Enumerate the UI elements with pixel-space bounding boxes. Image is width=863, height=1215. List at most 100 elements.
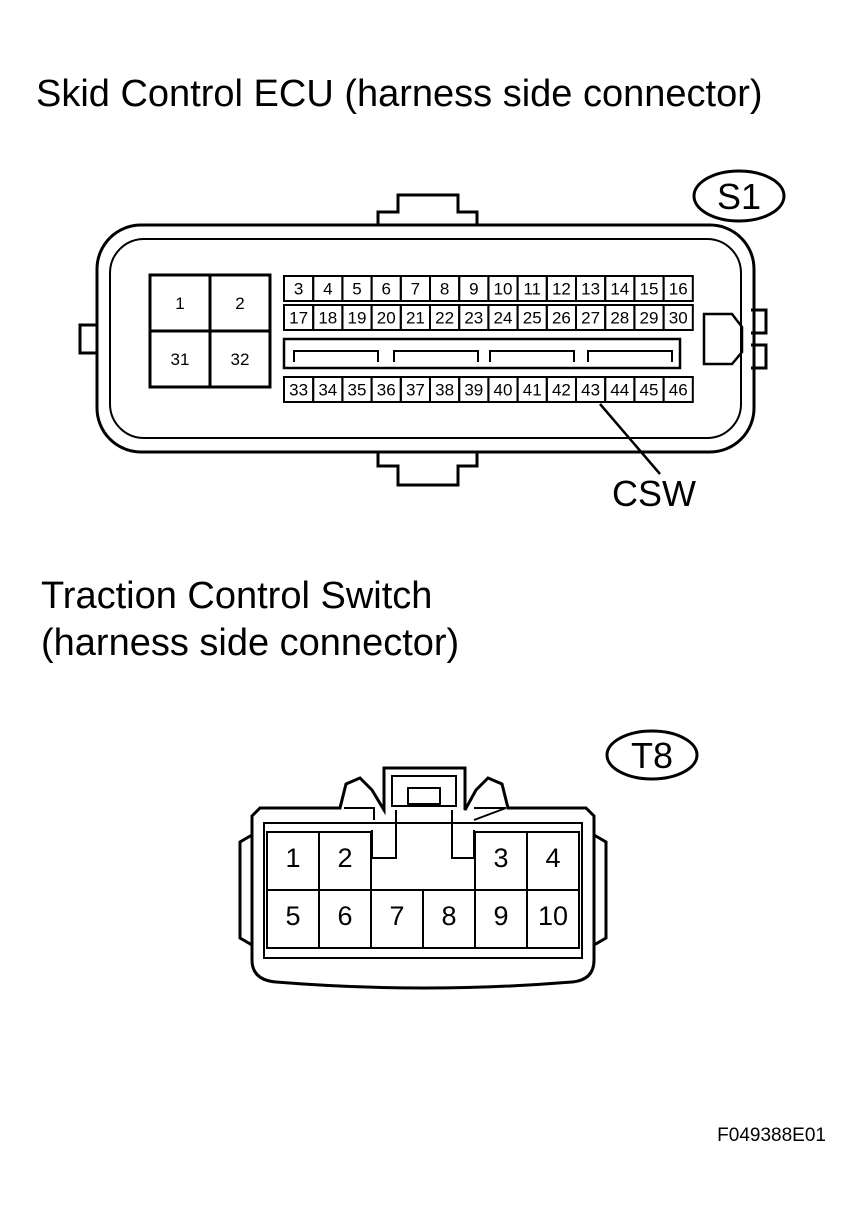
s1-pin-29: 29 — [633, 304, 665, 331]
s1-pin-21: 21 — [399, 304, 431, 331]
s1-pin-18-label: 18 — [318, 309, 337, 328]
t8-pin-9: 9 — [474, 889, 528, 949]
s1-pin-39: 39 — [458, 376, 490, 403]
s1-pin-18: 18 — [312, 304, 344, 331]
t8-pin-6: 6 — [318, 889, 372, 949]
t8-pin-6-label: 6 — [337, 901, 352, 931]
s1-pin-2: 2 — [208, 273, 272, 333]
s1-pin-3-label: 3 — [294, 280, 303, 299]
s1-pin-19-label: 19 — [348, 309, 367, 328]
s1-pin-35: 35 — [341, 376, 373, 403]
t8-connector-body — [238, 766, 608, 990]
s1-pin-40-label: 40 — [494, 381, 513, 400]
s1-pin-5: 5 — [341, 275, 373, 302]
s1-pin-45-label: 45 — [640, 381, 659, 400]
s1-pin-33: 33 — [283, 376, 315, 403]
t8-pin-7: 7 — [370, 889, 424, 949]
s1-pin-32: 32 — [208, 329, 272, 389]
s1-pin-38-label: 38 — [435, 381, 454, 400]
s1-pin-26-label: 26 — [552, 309, 571, 328]
s1-large-pin-block: 1 2 31 32 — [148, 273, 272, 389]
t8-pin-8: 8 — [422, 889, 476, 949]
s1-pin-7-label: 7 — [411, 280, 420, 299]
s1-pin-26: 26 — [545, 304, 577, 331]
s1-pin-9: 9 — [458, 275, 490, 302]
t8-pin-9-label: 9 — [493, 901, 508, 931]
s1-pin-40: 40 — [487, 376, 519, 403]
s1-pin-1-label: 1 — [175, 294, 184, 313]
s1-pin-4: 4 — [312, 275, 344, 302]
s1-pin-28: 28 — [604, 304, 636, 331]
s1-pin-7: 7 — [399, 275, 431, 302]
s1-pin-44-label: 44 — [610, 381, 629, 400]
s1-pin-10: 10 — [487, 275, 519, 302]
t8-pin-3-label: 3 — [493, 843, 508, 873]
s1-pin-31-label: 31 — [171, 350, 190, 369]
s1-pin-22: 22 — [429, 304, 461, 331]
t8-pin-1: 1 — [266, 831, 320, 891]
t8-pin-2: 2 — [318, 831, 372, 891]
s1-pin-19: 19 — [341, 304, 373, 331]
s1-pin-45: 45 — [633, 376, 665, 403]
s1-pin-6: 6 — [370, 275, 402, 302]
s1-pin-22-label: 22 — [435, 309, 454, 328]
s1-pin-8: 8 — [429, 275, 461, 302]
s1-pin-4-label: 4 — [323, 280, 332, 299]
s1-pin-17-label: 17 — [289, 309, 308, 328]
t8-pin-4: 4 — [526, 831, 580, 891]
s1-pin-30-label: 30 — [669, 309, 688, 328]
s1-pin-28-label: 28 — [610, 309, 629, 328]
t8-pin-7-label: 7 — [389, 901, 404, 931]
s1-pin-29-label: 29 — [640, 309, 659, 328]
s1-pin-23-label: 23 — [464, 309, 483, 328]
s1-pin-14-label: 14 — [610, 280, 629, 299]
t8-code: T8 — [631, 735, 673, 776]
t8-pin-8-label: 8 — [441, 901, 456, 931]
s1-pin-15-label: 15 — [640, 280, 659, 299]
s1-pin-46-label: 46 — [669, 381, 688, 400]
t8-title-line2: (harness side connector) — [41, 622, 459, 664]
csw-leader-line — [599, 403, 661, 475]
t8-pin-5: 5 — [266, 889, 320, 949]
s1-pin-24-label: 24 — [494, 309, 513, 328]
t8-pin-1-label: 1 — [285, 843, 300, 873]
s1-pin-16: 16 — [662, 275, 694, 302]
s1-pin-25: 25 — [516, 304, 548, 331]
s1-pin-15: 15 — [633, 275, 665, 302]
t8-pin-4-label: 4 — [545, 843, 560, 873]
s1-pin-36: 36 — [370, 376, 402, 403]
s1-pin-33-label: 33 — [289, 381, 308, 400]
s1-pin-42-label: 42 — [552, 381, 571, 400]
s1-pin-24: 24 — [487, 304, 519, 331]
s1-pin-21-label: 21 — [406, 309, 425, 328]
s1-pin-14: 14 — [604, 275, 636, 302]
s1-pin-37: 37 — [399, 376, 431, 403]
s1-pin-8-label: 8 — [440, 280, 449, 299]
s1-title: Skid Control ECU (harness side connector… — [36, 73, 763, 115]
s1-pin-37-label: 37 — [406, 381, 425, 400]
t8-pin-10-label: 10 — [538, 901, 568, 931]
s1-pin-34-label: 34 — [318, 381, 337, 400]
s1-pin-1: 1 — [148, 273, 212, 333]
s1-pin-17: 17 — [283, 304, 315, 331]
s1-code-badge: S1 — [692, 169, 786, 223]
s1-pin-27-label: 27 — [581, 309, 600, 328]
figure-id: F049388E01 — [717, 1125, 826, 1146]
t8-title-line1: Traction Control Switch — [41, 575, 432, 617]
s1-pin-11-label: 11 — [523, 280, 541, 299]
s1-pin-31: 31 — [148, 329, 212, 389]
s1-code: S1 — [717, 176, 761, 217]
t8-pin-10: 10 — [526, 889, 580, 949]
s1-pin-35-label: 35 — [348, 381, 367, 400]
s1-pin-34: 34 — [312, 376, 344, 403]
s1-pin-9-label: 9 — [469, 280, 478, 299]
s1-pin-13: 13 — [575, 275, 607, 302]
s1-pin-43: 43 — [575, 376, 607, 403]
s1-pin-13-label: 13 — [581, 280, 600, 299]
s1-pin-46: 46 — [662, 376, 694, 403]
s1-pin-11: 11 — [516, 275, 548, 302]
s1-pin-41-label: 41 — [523, 381, 542, 400]
